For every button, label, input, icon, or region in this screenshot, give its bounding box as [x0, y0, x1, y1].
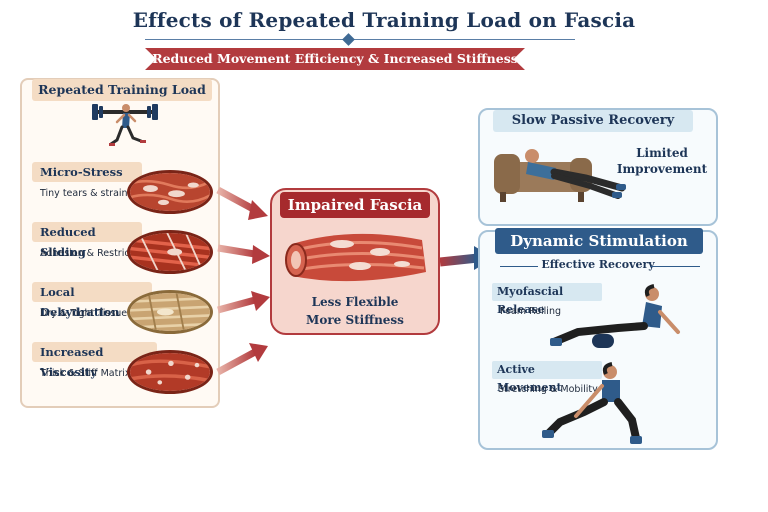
left-item-local-dehydration: Local Dehydration Dry & Tight Tissue — [30, 282, 215, 337]
impaired-fascia-line2: More Stiffness — [306, 313, 404, 327]
active-movement-sub: Stretching & Mobility — [498, 384, 598, 395]
slow-recovery-header: Slow Passive Recovery — [493, 110, 693, 132]
dehydration-tissue-icon — [127, 290, 213, 334]
subheading-rule-left — [500, 266, 538, 267]
dynamic-stimulation-header: Dynamic Stimulation — [495, 228, 703, 254]
left-item-increased-viscosity: Increased Viscosity Thick & Stiff Matrix — [30, 342, 215, 397]
item-sub: Dry & Tight Tissue — [40, 308, 128, 319]
active-movement-label: Active Movement — [492, 361, 602, 394]
page-title: Effects of Repeated Training Load on Fas… — [132, 8, 636, 32]
reduced-sliding-tissue-icon — [127, 230, 213, 274]
viscosity-tissue-icon — [127, 350, 213, 394]
subtitle-banner: Reduced Movement Efficiency & Increased … — [145, 48, 525, 70]
stretching-illustration — [542, 362, 642, 444]
item-label: Micro-Stress — [32, 162, 142, 182]
slow-recovery-note-line2: Improvement — [616, 162, 708, 176]
item-sub: Adhesion & Restriction — [40, 248, 148, 259]
item-sub: Tiny tears & strain — [40, 188, 128, 199]
micro-stress-tissue-icon — [127, 170, 213, 214]
left-item-reduced-sliding: Reduced Sliding Adhesion & Restriction — [30, 222, 215, 277]
item-label: Increased Viscosity — [32, 342, 157, 379]
title-divider — [145, 39, 575, 40]
impaired-fascia-title: Impaired Fascia — [280, 192, 430, 218]
muscle-fascia-illustration — [285, 233, 426, 282]
item-sub: Thick & Stiff Matrix — [40, 368, 131, 379]
training-load-header: Repeated Training Load — [32, 79, 212, 101]
left-item-micro-stress: Micro-Stress Tiny tears & strain — [30, 162, 215, 217]
impaired-fascia-line1: Less Flexible — [311, 295, 399, 309]
couch-rest-illustration — [494, 149, 626, 202]
title-diamond-ornament — [342, 33, 355, 46]
item-label: Local Dehydration — [32, 282, 152, 319]
slow-recovery-note-line1: Limited — [636, 146, 688, 160]
myofascial-release-label: Myofascial Release — [492, 283, 602, 316]
runner-barbell-icon — [92, 104, 158, 146]
foam-rolling-illustration — [550, 284, 680, 348]
subheading-rule-right — [650, 266, 700, 267]
item-label: Reduced Sliding — [32, 222, 142, 259]
myofascial-release-sub: Foam Rolling — [500, 306, 561, 317]
dynamic-stimulation-subheading: Effective Recovery — [541, 258, 655, 271]
